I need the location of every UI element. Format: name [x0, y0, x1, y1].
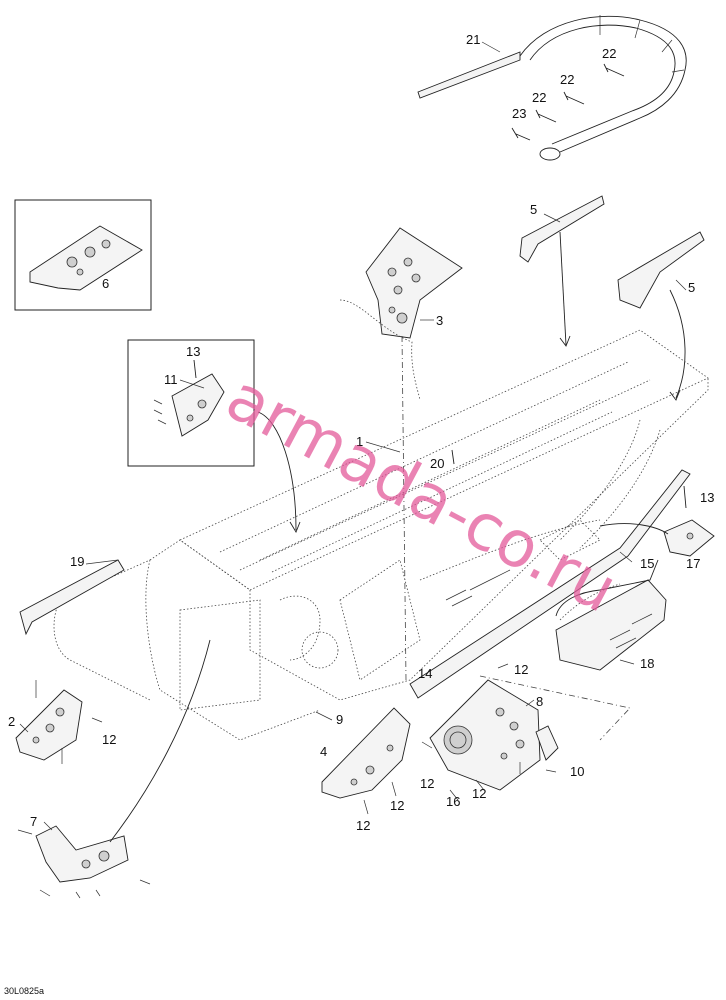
callout-12e: 12 — [472, 786, 486, 801]
callout-20: 20 — [430, 456, 444, 471]
callout-4: 4 — [320, 744, 327, 759]
part-17-bracket — [599, 485, 715, 557]
inset-parts-11-13 — [127, 339, 301, 534]
callout-11: 11 — [164, 372, 178, 387]
drawing-code: 30L0825a — [4, 986, 44, 996]
callout-23: 23 — [512, 106, 526, 121]
main-tunnel-frame — [53, 329, 709, 741]
callout-7: 7 — [30, 814, 37, 829]
callout-9: 9 — [336, 712, 343, 727]
part-4-bracket — [321, 707, 433, 815]
part-2-bracket — [15, 680, 103, 764]
watermark: armada-co.ru — [214, 361, 628, 628]
callout-16: 16 — [446, 794, 460, 809]
callout-6: 6 — [102, 276, 109, 291]
bolts-22-23 — [511, 63, 625, 141]
callout-22a: 22 — [602, 46, 616, 61]
part-19-strip — [19, 559, 125, 636]
callout-10: 10 — [570, 764, 584, 779]
part-8-plate — [429, 675, 631, 801]
bolt-20 — [451, 449, 455, 465]
callout-19: 19 — [70, 554, 84, 569]
part-7-bracket — [17, 639, 211, 899]
part-18-running-board — [555, 559, 667, 671]
callout-5b: 5 — [688, 280, 695, 295]
callout-8: 8 — [536, 694, 543, 709]
callout-2: 2 — [8, 714, 15, 729]
callout-13b: 13 — [700, 490, 714, 505]
callout-12a: 12 — [514, 662, 528, 677]
callout-12f: 12 — [356, 818, 370, 833]
callout-1: 1 — [356, 434, 363, 449]
callout-labels: 21 22 22 22 23 5 5 6 3 13 11 1 20 13 17 … — [8, 32, 714, 833]
callout-22c: 22 — [532, 90, 546, 105]
callout-22b: 22 — [560, 72, 574, 87]
callout-12b: 12 — [102, 732, 116, 747]
callout-12c: 12 — [420, 776, 434, 791]
callout-21: 21 — [466, 32, 480, 47]
callout-18: 18 — [640, 656, 654, 671]
part-rail-15 — [409, 469, 691, 699]
part-3-plate — [339, 227, 463, 681]
callout-14: 14 — [418, 666, 432, 681]
callout-13a: 13 — [186, 344, 200, 359]
callout-12d: 12 — [390, 798, 404, 813]
inset-part-6 — [14, 199, 152, 311]
leader-lines — [19, 41, 687, 831]
callout-17: 17 — [686, 556, 700, 571]
callout-3: 3 — [436, 313, 443, 328]
part-trim-strips — [519, 195, 705, 401]
part-rear-bumper — [417, 15, 687, 161]
callout-5a: 5 — [530, 202, 537, 217]
callout-15: 15 — [640, 556, 654, 571]
